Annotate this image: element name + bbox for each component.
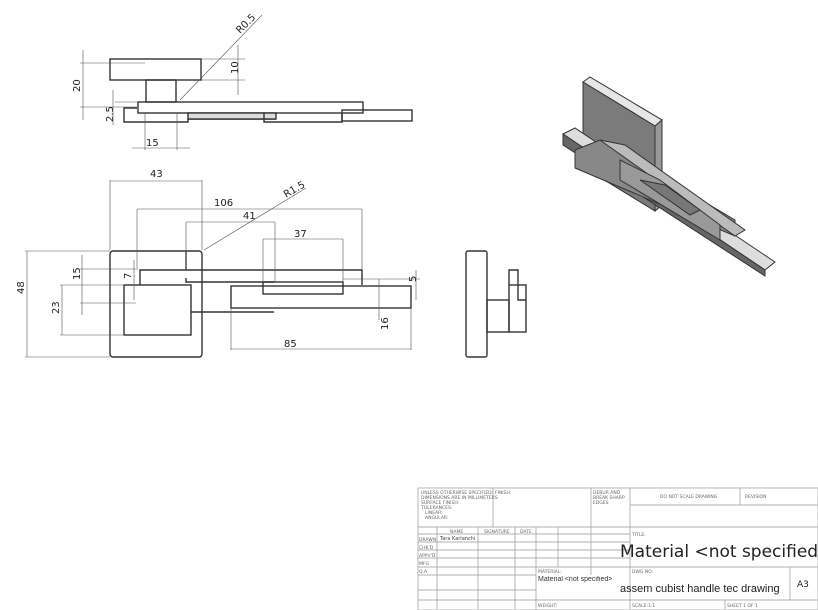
side-view [465,250,527,358]
header-signature: SIGNATURE [484,529,510,535]
dwg-no-label: DWG NO. [632,569,653,575]
dim-15: 15 [146,138,159,149]
deburr-note: EDGES [593,500,609,506]
note-line: TOLERANCES: [420,505,452,511]
material-value-box: Material <not specified> [538,576,613,583]
note-line: LINEAR: [425,510,443,516]
dim-10: 10 [230,61,241,74]
title-block: UNLESS OTHERWISE SPECIFIED: DIMENSIONS A… [417,487,818,610]
dwg-no-value: assem cubist handle tec drawing [620,583,780,595]
row-mfg: MFG [419,561,429,567]
material-label: MATERIAL: [538,569,562,575]
note-line: ANGULAR: [425,515,448,521]
title-value: Material <not specified [620,542,818,562]
row-chkd: CHK'D [419,545,434,551]
note-line: SURFACE FINISH: [421,500,459,506]
note-line: UNLESS OTHERWISE SPECIFIED: [421,490,493,496]
deburr-note: BREAK SHARP [593,495,625,501]
dim-20: 20 [72,79,83,92]
dim-23: 23 [51,301,62,314]
dim-15v: 15 [72,267,83,280]
weight-label: WEIGHT: [538,603,557,609]
row-appvd: APPV'D [419,553,436,559]
sheet-number: SHEET 1 OF 1 [727,603,758,609]
dim-85: 85 [284,339,297,350]
top-view: R0.5 20 10 2.5 15 [72,12,413,150]
drawn-name: Tara Karlanchi [439,536,475,542]
do-not-scale: DO NOT SCALE DRAWING [660,494,718,500]
sheet-size: A3 [797,580,809,590]
front-view: 43 106 41 R1.5 37 48 15 7 23 5 16 85 [16,169,420,358]
header-date: DATE [520,529,532,535]
dim-r15: R1.5 [282,180,307,201]
dim-41: 41 [243,211,256,222]
dim-48: 48 [16,281,27,294]
finish-label: FINISH: [495,490,511,496]
material-value: Material <not specified> [538,576,613,583]
scale-label: SCALE:1:1 [632,603,655,609]
dim-106: 106 [214,198,233,209]
header-name: NAME [450,529,463,535]
deburr-note: DEBUR AND [593,490,621,496]
dim-37: 37 [294,229,307,240]
dim-5: 5 [408,276,419,282]
title-label: TITLE: [631,532,646,538]
note-line: DIMENSIONS ARE IN MILLIMETERS [421,495,498,501]
dim-16: 16 [380,317,391,330]
row-qa: Q.A [419,569,428,575]
dim-r05: R0.5 [234,12,258,36]
dim-2-5: 2.5 [105,106,116,122]
isometric-view [562,76,776,277]
row-drawn: DRAWN [419,537,436,543]
dim-7: 7 [123,273,134,279]
dim-43: 43 [150,169,163,180]
revision-label: REVISION [745,494,766,500]
